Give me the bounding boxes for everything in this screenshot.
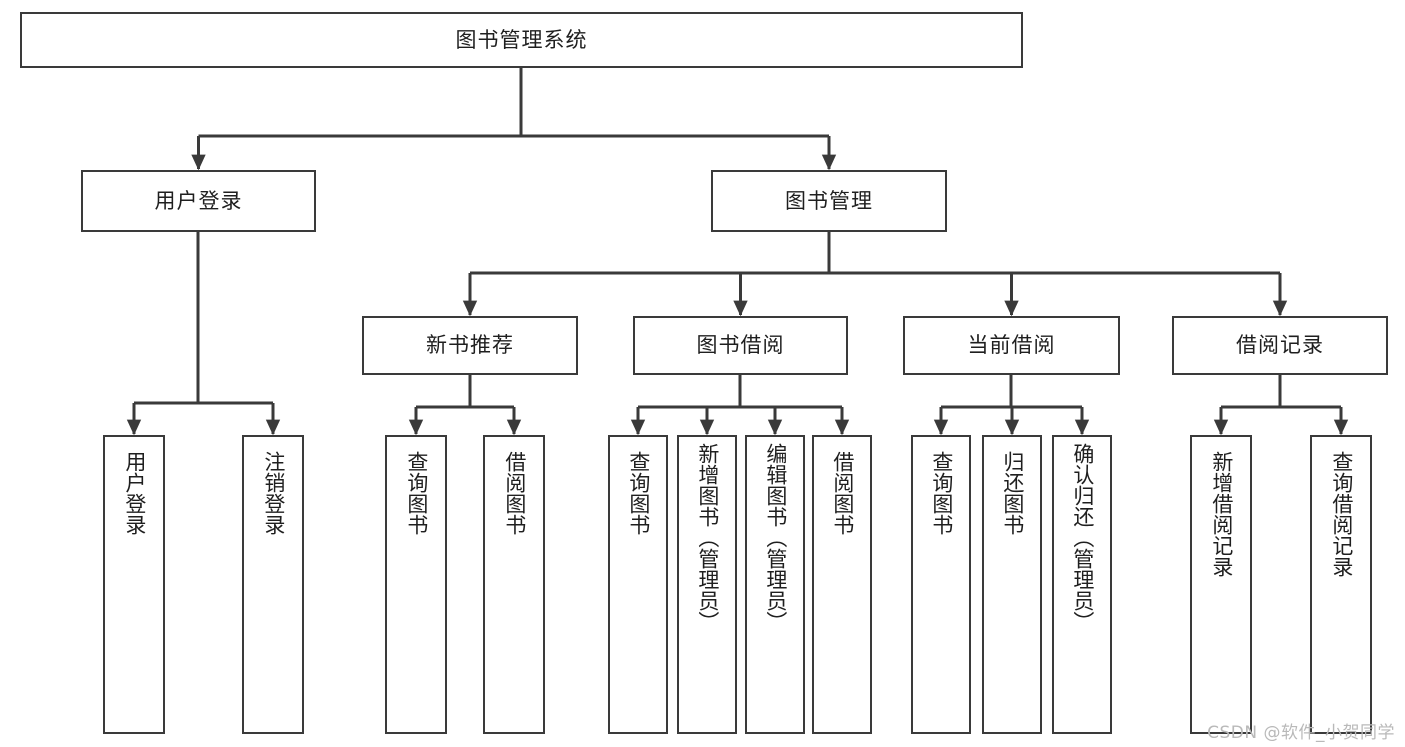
leaf-borrow-book-2[interactable]: 借阅图书 [812, 435, 872, 734]
node-user-login[interactable]: 用户登录 [81, 170, 316, 232]
leaf-borrow-book-2-label: 借阅图书 [830, 451, 855, 535]
leaf-add-record-label: 新增借阅记录 [1209, 451, 1234, 577]
leaf-query-book-2[interactable]: 查询图书 [608, 435, 668, 734]
leaf-confirm-return-label: 确认归还（管理员） [1070, 443, 1095, 632]
watermark-text: CSDN @软件_小贺同学 [1207, 723, 1395, 743]
node-new-book-recommend[interactable]: 新书推荐 [362, 316, 578, 375]
node-root-label: 图书管理系统 [455, 27, 588, 52]
leaf-add-book-label: 新增图书（管理员） [695, 443, 720, 632]
leaf-logout-login-label: 注销登录 [261, 451, 286, 535]
node-new-book-recommend-label: 新书推荐 [426, 333, 514, 357]
edge-path-group [126, 68, 1349, 436]
node-book-borrow[interactable]: 图书借阅 [633, 316, 848, 375]
leaf-query-book-2-label: 查询图书 [626, 451, 651, 535]
leaf-confirm-return[interactable]: 确认归还（管理员） [1052, 435, 1112, 734]
node-book-management-label: 图书管理 [785, 188, 873, 213]
leaf-query-record[interactable]: 查询借阅记录 [1310, 435, 1372, 734]
leaf-query-book-3[interactable]: 查询图书 [911, 435, 971, 734]
leaf-return-book[interactable]: 归还图书 [982, 435, 1042, 734]
leaf-edit-book[interactable]: 编辑图书（管理员） [745, 435, 805, 734]
leaf-query-book-3-label: 查询图书 [929, 451, 954, 535]
leaf-borrow-book-1[interactable]: 借阅图书 [483, 435, 545, 734]
node-root[interactable]: 图书管理系统 [20, 12, 1023, 68]
leaf-add-book[interactable]: 新增图书（管理员） [677, 435, 737, 734]
leaf-return-book-label: 归还图书 [1000, 451, 1025, 535]
leaf-user-login-label: 用户登录 [122, 451, 147, 535]
leaf-borrow-book-1-label: 借阅图书 [502, 451, 527, 535]
leaf-edit-book-label: 编辑图书（管理员） [763, 443, 788, 632]
node-user-login-label: 用户登录 [154, 188, 243, 213]
leaf-query-book-1-label: 查询图书 [404, 451, 429, 535]
node-book-management[interactable]: 图书管理 [711, 170, 947, 232]
node-current-borrow-label: 当前借阅 [967, 333, 1056, 357]
node-borrow-record-label: 借阅记录 [1236, 333, 1324, 357]
leaf-logout-login[interactable]: 注销登录 [242, 435, 304, 734]
leaf-user-login[interactable]: 用户登录 [103, 435, 165, 734]
leaf-query-book-1[interactable]: 查询图书 [385, 435, 447, 734]
leaf-add-record[interactable]: 新增借阅记录 [1190, 435, 1252, 734]
node-borrow-record[interactable]: 借阅记录 [1172, 316, 1388, 375]
node-current-borrow[interactable]: 当前借阅 [903, 316, 1120, 375]
leaf-query-record-label: 查询借阅记录 [1329, 451, 1354, 577]
node-book-borrow-label: 图书借阅 [696, 333, 785, 357]
